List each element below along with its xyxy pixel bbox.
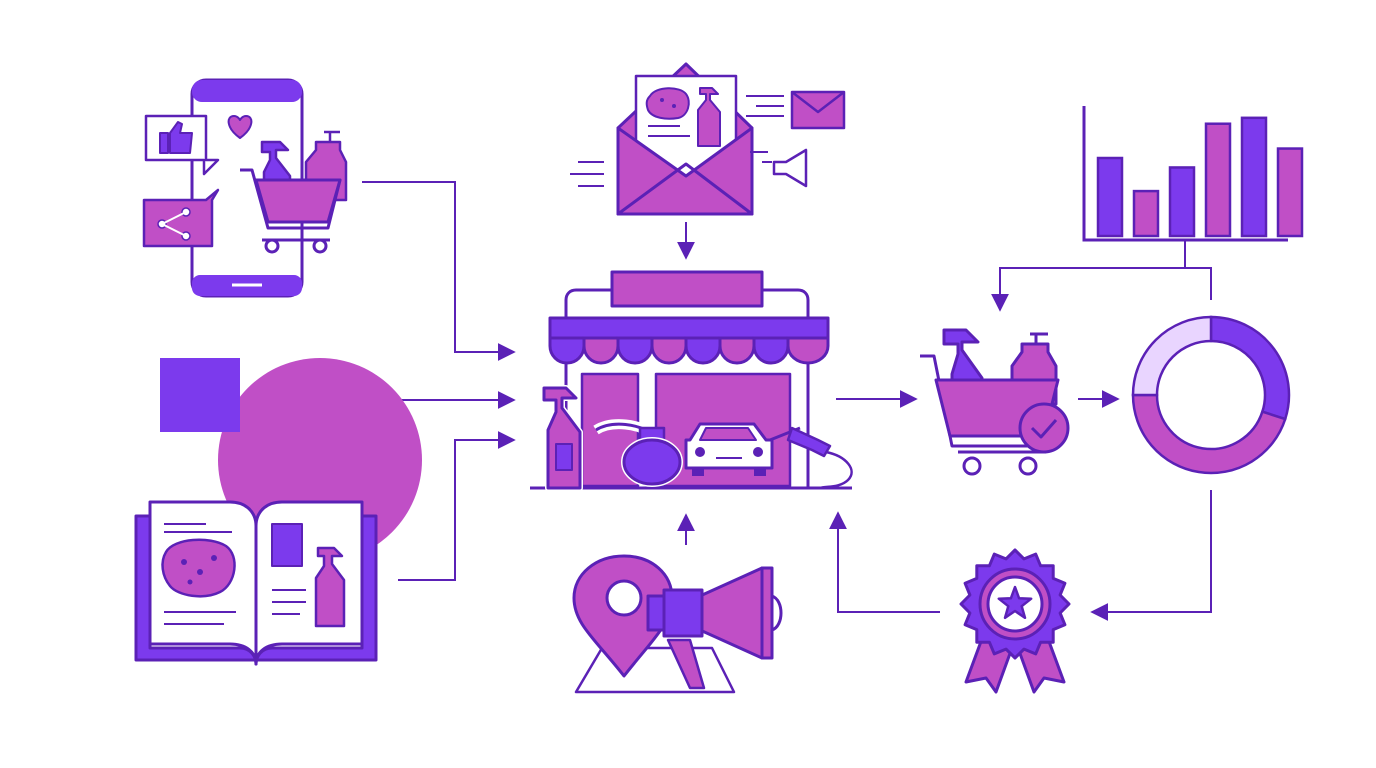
small-megaphone-icon [750,148,808,188]
shopping-cart-check-icon [920,328,1070,476]
arrow-donut-to-award [1090,490,1212,621]
bar-chart-icon [1082,106,1304,242]
shopping-cart-icon [240,168,342,254]
arrow-catalog-to-store [398,431,516,581]
donut-segment-2 [1131,393,1287,475]
heart-icon [227,115,253,139]
sponge-icon [161,538,236,598]
share-icon [142,188,220,248]
bar-5 [1240,116,1268,238]
arrow-award-to-store [829,511,940,613]
bar-1 [1096,156,1124,238]
arrow-social-to-store [362,181,516,361]
bar-4 [1204,122,1232,238]
line-chart-to-donut [1185,267,1212,300]
donut-segment-3 [1131,315,1213,397]
mail-icon [746,90,846,130]
open-catalog-icon [134,500,378,666]
megaphone-icon [646,566,783,690]
spray-bottle-icon [314,546,346,628]
bar-2 [1132,189,1160,238]
donut-chart-icon [1131,315,1291,475]
thumbs-up-icon [144,114,220,176]
awning-scallops [548,336,830,365]
location-megaphone-icon [572,554,783,694]
star-icon [997,585,1033,620]
polisher-icon [593,419,683,487]
bar-6 [1276,147,1304,238]
sponge-icon [645,87,690,120]
check-circle-icon [1018,402,1070,454]
bar-3 [1168,166,1196,238]
spray-bottle-icon [697,87,721,147]
award-badge-icon [959,548,1071,694]
storefront-car-wash-icon [530,270,853,491]
arrow-chart-to-cart [991,240,1186,312]
car-icon [684,422,774,476]
vacuum-nozzle-icon [769,426,853,490]
donut-segment-1 [1209,315,1291,421]
envelope-newsletter-icon [570,62,846,216]
smartphone-shopping-cart-icon [142,78,348,298]
